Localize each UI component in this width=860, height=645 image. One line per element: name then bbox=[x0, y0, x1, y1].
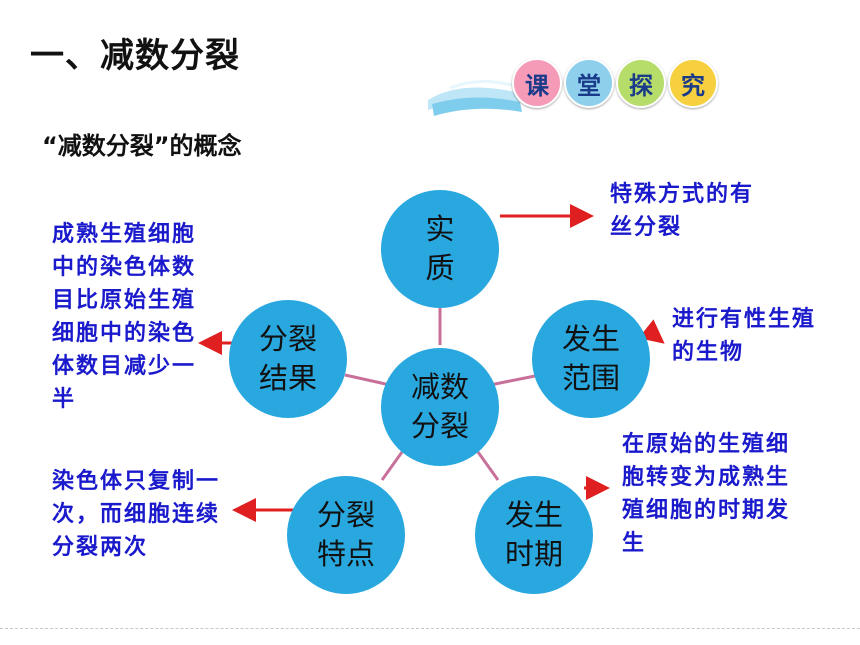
node-jieguo: 分裂结果 bbox=[229, 300, 347, 418]
open-book-icon bbox=[428, 79, 522, 116]
node-fanwei-label: 发生范围 bbox=[561, 321, 620, 395]
badge-char-3: 探 bbox=[616, 58, 666, 108]
node-tedian-label: 分裂特点 bbox=[316, 497, 375, 571]
node-jieguo-label: 分裂结果 bbox=[258, 321, 317, 395]
node-center: 减数分裂 bbox=[381, 348, 499, 466]
connector-shiqi bbox=[476, 451, 500, 481]
node-tedian: 分裂特点 bbox=[287, 476, 405, 594]
connector-jieguo bbox=[344, 373, 391, 387]
badge-char-1: 课 bbox=[512, 58, 562, 108]
node-shizhi: 实质 bbox=[381, 190, 499, 308]
footer-divider bbox=[0, 628, 860, 629]
ketang-tanjiu-badge: 课 堂 探 究 bbox=[420, 52, 720, 122]
node-center-label: 减数分裂 bbox=[410, 369, 469, 443]
node-fanwei: 发生范围 bbox=[532, 300, 650, 418]
note-jieguo: 成熟生殖细胞中的染色体数目比原始生殖细胞中的染色体数目减少一半 bbox=[52, 222, 197, 412]
subtitle: “减数分裂”的概念 bbox=[42, 132, 242, 160]
badge-char-2: 堂 bbox=[564, 58, 614, 108]
page-title: 一、减数分裂 bbox=[30, 36, 240, 76]
note-shiqi: 在原始的生殖细胞转变为成熟生殖细胞的时期发生 bbox=[622, 432, 791, 556]
note-fanwei: 进行有性生殖的生物 bbox=[672, 307, 817, 365]
badge-char-4: 究 bbox=[668, 58, 718, 108]
arrow-fanwei bbox=[638, 319, 665, 344]
node-shizhi-label: 实质 bbox=[425, 211, 455, 285]
note-shizhi: 特殊方式的有丝分裂 bbox=[610, 182, 755, 240]
node-shiqi-label: 发生时期 bbox=[504, 497, 563, 571]
node-shiqi: 发生时期 bbox=[475, 476, 593, 594]
connector-fanwei bbox=[489, 373, 541, 387]
connector-tedian bbox=[380, 451, 404, 481]
note-tedian: 染色体只复制一次，而细胞连续分裂两次 bbox=[52, 469, 221, 560]
